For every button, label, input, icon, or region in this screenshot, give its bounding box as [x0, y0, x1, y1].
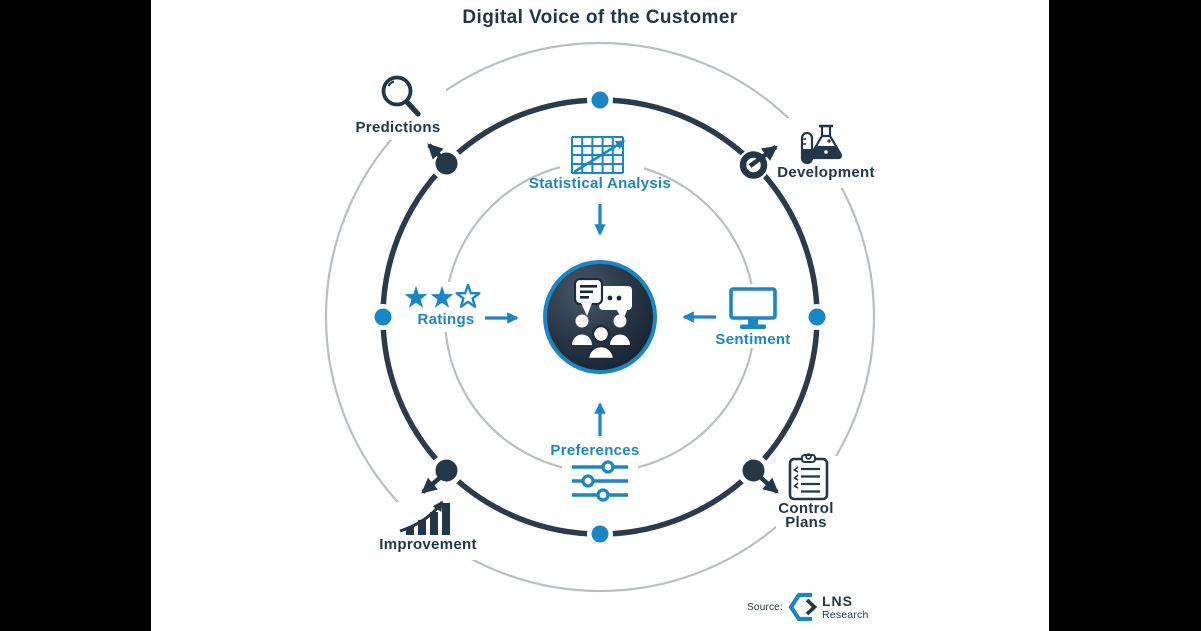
development-arrow: [748, 145, 778, 168]
ring-node-bottom: [587, 521, 613, 547]
speech-bubbles-icon: [573, 277, 632, 320]
customer-conversation-icon: [543, 260, 657, 374]
grid-chart-icon: [571, 136, 626, 174]
source-org-subname: Research: [822, 609, 869, 621]
diagram-title: Digital Voice of the Customer: [462, 7, 738, 28]
predictions-arrow: [427, 143, 456, 172]
growth-chart-icon: [399, 500, 450, 535]
improvement-arrow: [421, 474, 444, 494]
stars-icon: [404, 283, 481, 308]
label-sentiment: Sentiment: [715, 331, 791, 348]
label-preferences: Preferences: [550, 442, 640, 459]
label-control-plans: Control Plans: [778, 500, 834, 531]
flask-icon: [800, 124, 842, 165]
label-development: Development: [777, 164, 875, 181]
ring-node-left: [370, 304, 396, 330]
label-statistical-analysis: Statistical Analysis: [528, 175, 672, 192]
source-label: Source:: [747, 602, 783, 613]
clipboard-icon: [788, 453, 829, 501]
label-ratings: Ratings: [417, 311, 475, 328]
control-plans-arrow: [757, 474, 779, 494]
magnifier-icon: [381, 75, 421, 117]
outer-orbit-circle: [324, 41, 876, 593]
sliders-icon: [572, 460, 628, 502]
monitor-icon: [729, 287, 777, 329]
label-improvement: Improvement: [379, 536, 477, 553]
orbit-label-masks: [352, 66, 876, 560]
ring-node-right: [804, 304, 830, 330]
people-group-icon: [572, 314, 630, 361]
ring-node-top: [587, 87, 613, 113]
label-predictions: Predictions: [355, 119, 441, 136]
source-org-name: LNS: [822, 593, 853, 609]
lns-hexagon-logo: [788, 592, 818, 622]
